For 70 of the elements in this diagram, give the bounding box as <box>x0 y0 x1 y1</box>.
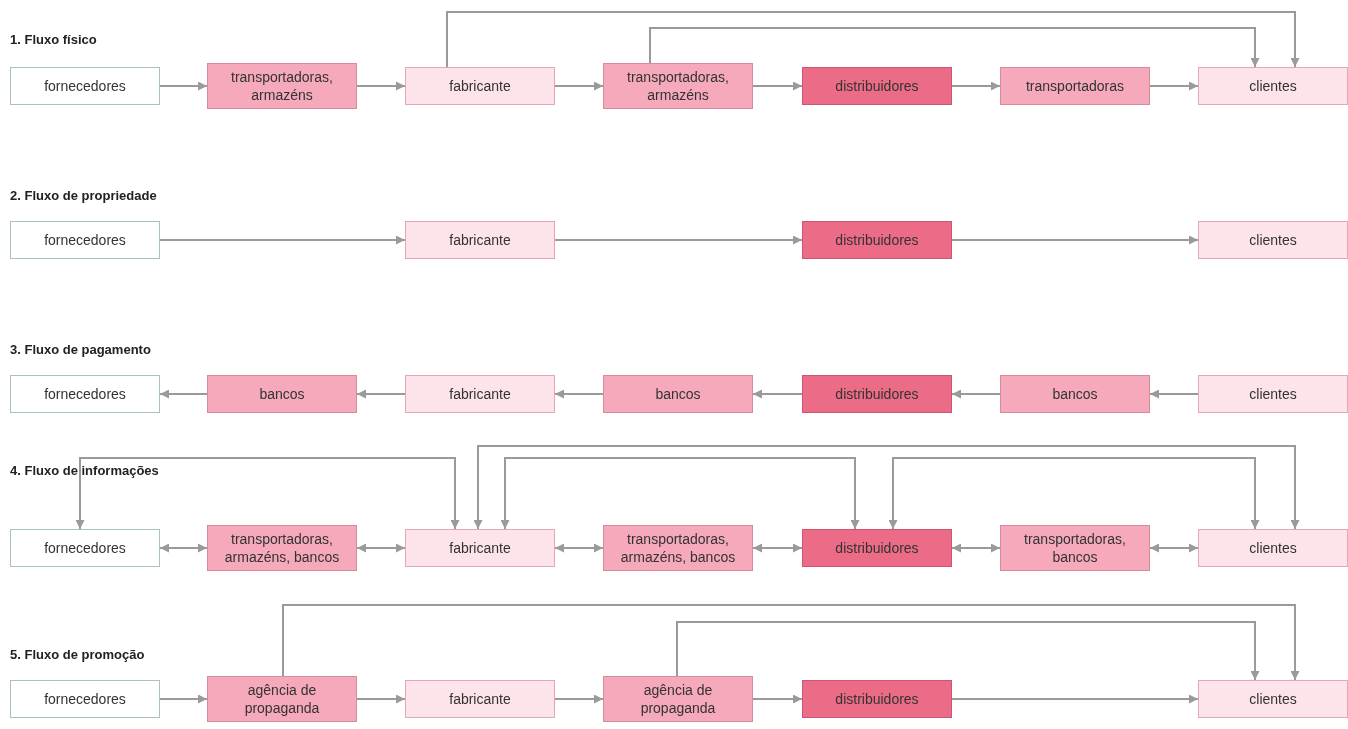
arrow <box>752 389 803 399</box>
process-box: transportadoras, armazéns, bancos <box>603 525 753 571</box>
arrow <box>951 389 1001 399</box>
arrow <box>554 694 604 704</box>
process-box: clientes <box>1198 529 1348 567</box>
process-box: fabricante <box>405 375 555 413</box>
arrow <box>159 235 406 245</box>
row-title: 2. Fluxo de propriedade <box>10 188 157 203</box>
process-box: distribuidores <box>802 67 952 105</box>
process-box: transportadoras, armazéns <box>207 63 357 109</box>
process-box: transportadoras, bancos <box>1000 525 1150 571</box>
row-title: 3. Fluxo de pagamento <box>10 342 151 357</box>
process-box: clientes <box>1198 680 1348 718</box>
arrow <box>752 81 803 91</box>
process-box: distribuidores <box>802 529 952 567</box>
process-box: bancos <box>1000 375 1150 413</box>
process-box: fornecedores <box>10 221 160 259</box>
process-box: fabricante <box>405 67 555 105</box>
arrow <box>159 389 208 399</box>
process-box: fornecedores <box>10 67 160 105</box>
arrow <box>1149 81 1199 91</box>
process-box: bancos <box>207 375 357 413</box>
process-box: bancos <box>603 375 753 413</box>
arrow <box>888 457 1260 530</box>
arrow <box>356 694 406 704</box>
arrow <box>951 694 1199 704</box>
process-box: fabricante <box>405 529 555 567</box>
arrow <box>1149 543 1199 553</box>
arrow <box>473 445 1300 530</box>
arrow <box>676 621 1260 681</box>
process-box: clientes <box>1198 67 1348 105</box>
arrow <box>159 81 208 91</box>
process-box: distribuidores <box>802 221 952 259</box>
arrow <box>554 235 803 245</box>
row-title: 4. Fluxo de informações <box>10 463 159 478</box>
arrow <box>649 27 1260 68</box>
arrow <box>951 235 1199 245</box>
arrow <box>554 389 604 399</box>
arrow <box>500 457 860 530</box>
arrow <box>356 81 406 91</box>
process-box: agência de propaganda <box>207 676 357 722</box>
process-box: fornecedores <box>10 529 160 567</box>
arrow <box>554 81 604 91</box>
process-box: distribuidores <box>802 680 952 718</box>
arrow <box>159 543 208 553</box>
process-box: fornecedores <box>10 375 160 413</box>
arrow <box>159 694 208 704</box>
arrow <box>951 543 1001 553</box>
arrow <box>1149 389 1199 399</box>
row-title: 1. Fluxo físico <box>10 32 97 47</box>
row-title: 5. Fluxo de promoção <box>10 647 145 662</box>
process-box: transportadoras <box>1000 67 1150 105</box>
arrow <box>446 11 1300 68</box>
process-box: transportadoras, armazéns, bancos <box>207 525 357 571</box>
process-box: fabricante <box>405 680 555 718</box>
arrow <box>356 389 406 399</box>
process-box: distribuidores <box>802 375 952 413</box>
process-box: fornecedores <box>10 680 160 718</box>
process-box: fabricante <box>405 221 555 259</box>
process-box: transportadoras, armazéns <box>603 63 753 109</box>
process-box: clientes <box>1198 375 1348 413</box>
arrow <box>951 81 1001 91</box>
arrow <box>752 694 803 704</box>
process-box: agência de propaganda <box>603 676 753 722</box>
process-box: clientes <box>1198 221 1348 259</box>
arrow <box>554 543 604 553</box>
arrow <box>752 543 803 553</box>
arrow <box>75 457 460 530</box>
arrow <box>282 604 1300 681</box>
arrow <box>356 543 406 553</box>
